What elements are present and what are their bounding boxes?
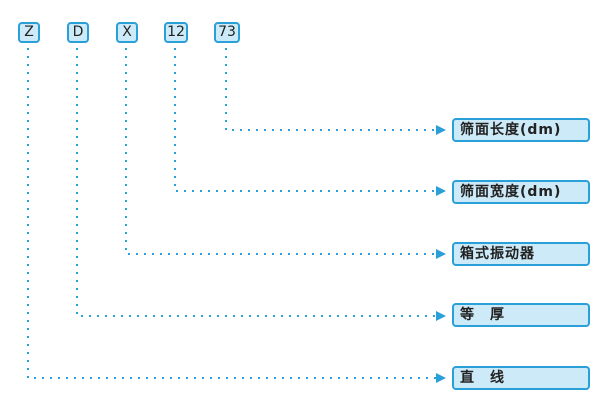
label-box-vibrator: 箱式振动器 <box>452 242 590 266</box>
code-box-x: X <box>116 22 138 43</box>
arrow-icon <box>436 373 446 383</box>
connector-73 <box>225 48 436 131</box>
arrow-icon <box>436 186 446 196</box>
connector-x <box>125 48 436 255</box>
label-equal-thickness: 等 厚 <box>452 303 590 327</box>
label-linear: 直 线 <box>452 366 590 390</box>
connector-d <box>76 48 436 317</box>
arrow-icon <box>436 311 446 321</box>
label-screen-width: 筛面宽度(dm) <box>452 180 590 204</box>
arrow-icon <box>436 125 446 135</box>
code-box-73: 73 <box>214 22 240 43</box>
connector-z <box>27 48 436 379</box>
label-screen-length: 筛面长度(dm) <box>452 118 590 142</box>
code-box-z: Z <box>18 22 40 43</box>
connector-12 <box>174 48 436 192</box>
code-box-d: D <box>67 22 89 43</box>
arrow-icon <box>436 249 446 259</box>
code-box-12: 12 <box>164 22 188 43</box>
